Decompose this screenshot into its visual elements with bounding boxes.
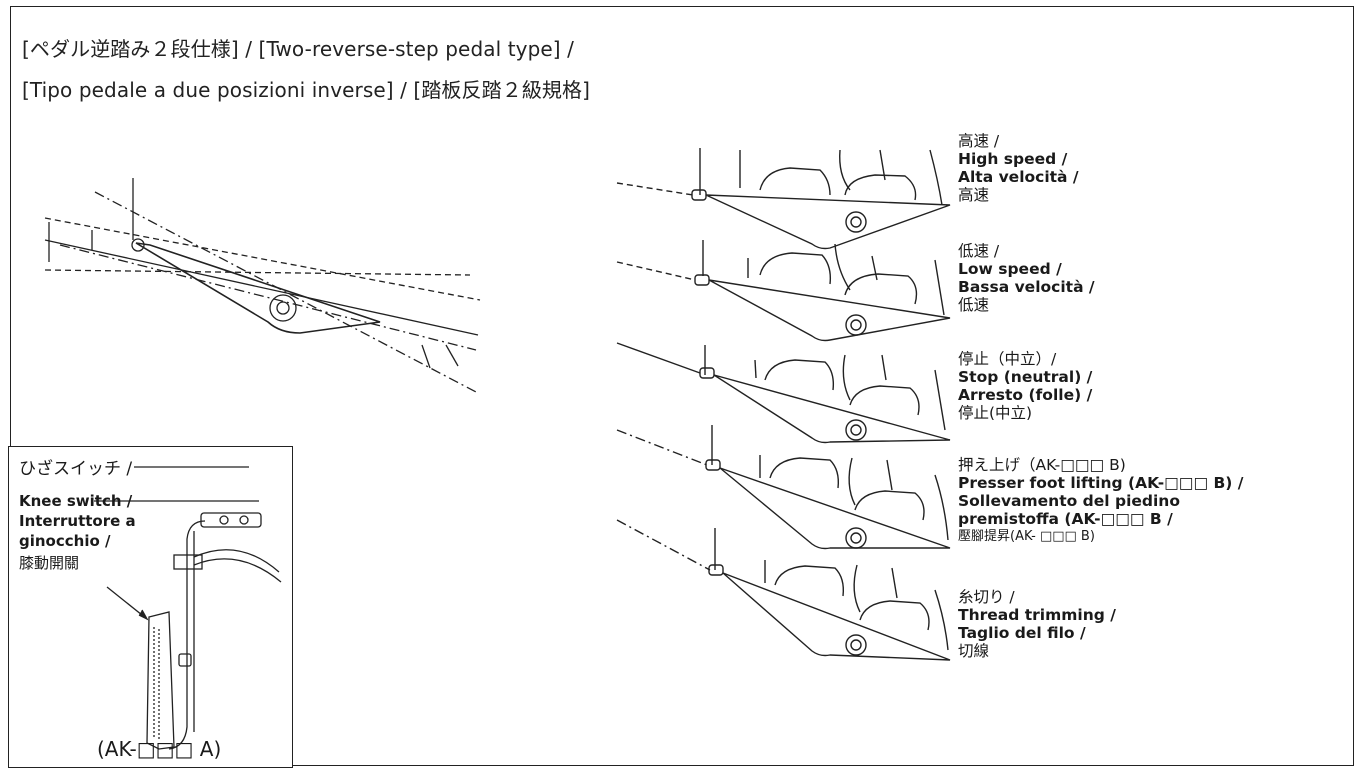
label-line: 低速 /	[958, 242, 1000, 260]
label-line: Taglio del filo /	[958, 624, 1086, 642]
label-line: 停止（中立）/	[958, 350, 1057, 368]
label-line: Presser foot lifting (AK-□□□ B) /	[958, 474, 1244, 492]
label-line: 糸切り /	[958, 588, 1015, 606]
knee-switch-label-it-2: ginocchio /	[19, 532, 111, 550]
knee-switch-inset: ひざスイッチ / Knee switch / Interruttore a gi…	[8, 446, 293, 768]
knee-switch-model-code: (AK-□□□ A)	[97, 737, 222, 761]
label-presser-foot-lifting: 押え上げ（AK-□□□ B) Presser foot lifting (AK-…	[958, 456, 1243, 546]
label-thread-trimming: 糸切り / Thread trimming / Taglio del filo …	[958, 588, 1116, 660]
label-line: Sollevamento del piedino	[958, 492, 1180, 510]
label-line: 高速 /	[958, 132, 1000, 150]
knee-switch-label-ja: ひざスイッチ /	[19, 459, 133, 479]
label-line: 押え上げ（AK-□□□ B)	[958, 456, 1126, 474]
label-line: premistoffa (AK-□□□ B /	[958, 510, 1173, 528]
label-line: Thread trimming /	[958, 606, 1116, 624]
label-line: Low speed /	[958, 260, 1062, 278]
figure-title-line-2: [Tipo pedale a due posizioni inverse] / …	[22, 78, 591, 102]
label-line: 停止(中立)	[958, 404, 1033, 422]
label-line: 切線	[958, 642, 990, 660]
knee-switch-label-zh: 膝動開關	[19, 554, 80, 572]
label-line: Stop (neutral) /	[958, 368, 1093, 386]
knee-switch-drawing	[94, 466, 282, 750]
knee-switch-label-en: Knee switch /	[19, 492, 133, 510]
label-line: 壓腳提昇(AK- □□□ B)	[958, 529, 1095, 544]
label-stop-neutral: 停止（中立）/ Stop (neutral) / Arresto (folle)…	[958, 350, 1092, 422]
label-line: 低速	[958, 296, 990, 314]
label-line: Arresto (folle) /	[958, 386, 1093, 404]
label-line: Bassa velocità /	[958, 278, 1095, 296]
figure-frame	[10, 6, 1354, 766]
label-line: 高速	[958, 186, 990, 204]
label-line: Alta velocità /	[958, 168, 1079, 186]
figure-title-line-1: [ペダル逆踏み２段仕様] / [Two-reverse-step pedal t…	[22, 37, 575, 61]
label-high-speed: 高速 / High speed / Alta velocità / 高速	[958, 132, 1079, 204]
knee-switch-label-it-1: Interruttore a	[19, 512, 136, 530]
label-low-speed: 低速 / Low speed / Bassa velocità / 低速	[958, 242, 1095, 314]
label-line: High speed /	[958, 150, 1068, 168]
